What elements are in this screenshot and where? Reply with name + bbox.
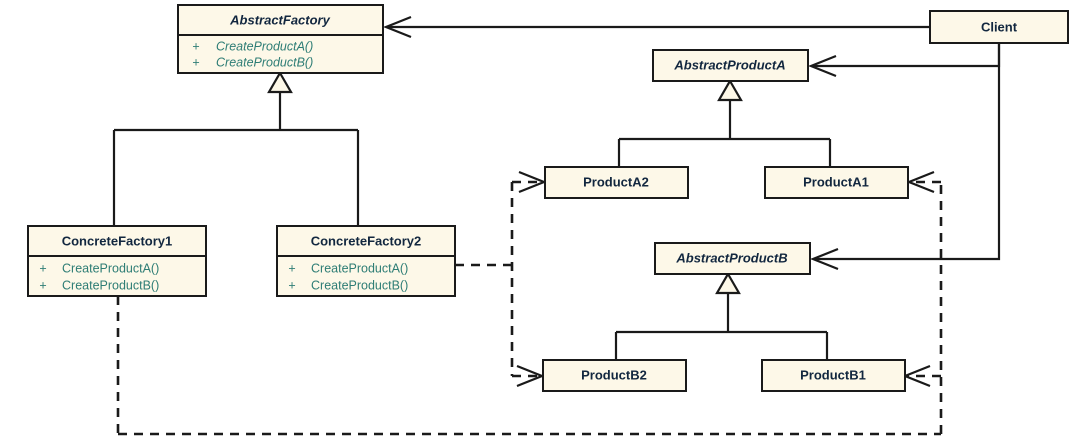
product-a2-title: ProductA2 xyxy=(583,174,649,189)
generalization-triangle-abstract-product-b xyxy=(715,271,741,295)
class-box-abstract-product-a[interactable]: AbstractProductA xyxy=(652,49,809,82)
concrete-factory-2-member-0-name: CreateProductA() xyxy=(311,261,408,275)
product-b1-frame xyxy=(761,359,906,392)
product-b1-title: ProductB1 xyxy=(800,367,866,382)
class-box-layer: AbstractFactory + CreateProductA() + Cre… xyxy=(27,4,1069,392)
class-box-concrete-factory-1[interactable]: ConcreteFactory1 + CreateProductA() + Cr… xyxy=(27,225,207,297)
concrete-factory-2-member-0-visibility: + xyxy=(288,261,295,275)
class-box-client[interactable]: Client xyxy=(929,10,1069,44)
generalization-triangle-abstract-factory xyxy=(267,70,293,94)
edge-product-b-generalization[interactable] xyxy=(614,271,829,360)
concrete-factory-1-title: ConcreteFactory1 xyxy=(62,233,173,248)
edge-factory-generalization[interactable] xyxy=(112,70,360,226)
abstract-factory-frame xyxy=(177,4,384,74)
class-box-product-b1[interactable]: ProductB1 xyxy=(761,359,906,392)
product-a1-title: ProductA1 xyxy=(803,174,869,189)
edge-product-a-generalization[interactable] xyxy=(617,78,832,167)
client-title: Client xyxy=(981,19,1018,34)
concrete-factory-2-member-1-name: CreateProductB() xyxy=(311,278,408,292)
abstract-product-a-title: AbstractProductA xyxy=(673,57,785,72)
abstract-factory-member-1-visibility: + xyxy=(192,55,199,69)
abstract-product-a-frame xyxy=(652,49,809,82)
product-a2-frame xyxy=(544,166,689,199)
relationship-layer xyxy=(112,15,1001,436)
abstract-factory-member-1-name: CreateProductB() xyxy=(216,55,313,69)
abstract-product-b-title: AbstractProductB xyxy=(675,250,787,265)
abstract-factory-title: AbstractFactory xyxy=(229,12,330,27)
class-box-concrete-factory-2[interactable]: ConcreteFactory2 + CreateProductA() + Cr… xyxy=(276,225,456,297)
edge-client-to-abstract-product-b[interactable] xyxy=(810,43,1001,271)
product-b2-title: ProductB2 xyxy=(581,367,647,382)
generalization-triangle-abstract-product-a xyxy=(717,78,743,102)
concrete-factory-2-title: ConcreteFactory2 xyxy=(311,233,422,248)
class-box-abstract-product-b[interactable]: AbstractProductB xyxy=(654,242,811,275)
abstract-product-b-frame xyxy=(654,242,811,275)
class-box-product-b2[interactable]: ProductB2 xyxy=(542,359,687,392)
class-box-product-a1[interactable]: ProductA1 xyxy=(764,166,909,199)
concrete-factory-1-member-0-name: CreateProductA() xyxy=(62,261,159,275)
concrete-factory-2-frame xyxy=(276,225,456,297)
product-a1-frame xyxy=(764,166,909,199)
concrete-factory-2-member-1-visibility: + xyxy=(288,278,295,292)
abstract-factory-member-0-name: CreateProductA() xyxy=(216,39,313,53)
edge-client-to-abstract-factory[interactable] xyxy=(383,15,930,39)
client-frame xyxy=(929,10,1069,44)
edge-concrete-factory-2-dependencies[interactable] xyxy=(455,170,547,388)
concrete-factory-1-member-1-visibility: + xyxy=(39,278,46,292)
product-b2-frame xyxy=(542,359,687,392)
class-box-abstract-factory[interactable]: AbstractFactory + CreateProductA() + Cre… xyxy=(177,4,384,74)
class-box-product-a2[interactable]: ProductA2 xyxy=(544,166,689,199)
concrete-factory-1-member-1-name: CreateProductB() xyxy=(62,278,159,292)
concrete-factory-1-frame xyxy=(27,225,207,297)
edge-client-to-abstract-product-a[interactable] xyxy=(808,43,1001,78)
concrete-factory-1-member-0-visibility: + xyxy=(39,261,46,275)
edge-concrete-factory-1-dependencies[interactable] xyxy=(116,170,943,436)
abstract-factory-member-0-visibility: + xyxy=(192,39,199,53)
